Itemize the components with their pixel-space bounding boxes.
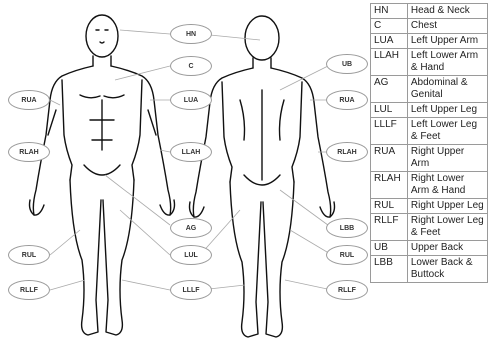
legend-code: HN [371,4,408,19]
legend-description: Left Upper Arm [407,34,487,49]
label-lul: LUL [170,245,212,265]
label-c: C [170,56,212,76]
label-hn: HN [170,24,212,44]
legend-row: RUL Right Upper Leg [371,199,488,214]
legend-code: RLAH [371,172,408,199]
label-rllf-front: RLLF [8,280,50,300]
legend-description: Right Lower Leg & Feet [407,214,487,241]
label-rllf-back: RLLF [326,280,368,300]
label-rul-front: RUL [8,245,50,265]
label-rua-back: RUA [326,90,368,110]
legend-code: AG [371,76,408,103]
legend-description: Chest [407,19,487,34]
legend-description: Right Upper Leg [407,199,487,214]
legend-row: LLAH Left Lower Arm & Hand [371,49,488,76]
legend-description: Right Lower Arm & Hand [407,172,487,199]
legend-code: RUA [371,145,408,172]
legend-code: RLLF [371,214,408,241]
legend-row: RUA Right Upper Arm [371,145,488,172]
label-ag: AG [170,218,212,238]
legend-description: Lower Back & Buttock [407,256,487,283]
legend-row: C Chest [371,19,488,34]
front-body-figure [30,15,175,335]
label-ub: UB [326,54,368,74]
legend-code: LLAH [371,49,408,76]
legend-description: Left Lower Arm & Hand [407,49,487,76]
legend-description: Head & Neck [407,4,487,19]
label-llah: LLAH [170,142,212,162]
label-rlah-front: RLAH [8,142,50,162]
legend-row: AG Abdominal & Genital [371,76,488,103]
legend-code: RUL [371,199,408,214]
label-rlah-back: RLAH [326,142,368,162]
legend-row: LBB Lower Back & Buttock [371,256,488,283]
legend-description: Abdominal & Genital [407,76,487,103]
label-lllf: LLLF [170,280,212,300]
legend-row: RLLF Right Lower Leg & Feet [371,214,488,241]
label-lbb: LBB [326,218,368,238]
legend-code: LUL [371,103,408,118]
legend-code: UB [371,241,408,256]
legend-row: HN Head & Neck [371,4,488,19]
legend-code: LLLF [371,118,408,145]
label-lua: LUA [170,90,212,110]
legend-row: UB Upper Back [371,241,488,256]
legend-row: LUA Left Upper Arm [371,34,488,49]
legend-description: Upper Back [407,241,487,256]
legend-code: C [371,19,408,34]
legend-code: LBB [371,256,408,283]
legend-row: RLAH Right Lower Arm & Hand [371,172,488,199]
legend-code: LUA [371,34,408,49]
label-rua-front: RUA [8,90,50,110]
legend-description: Left Upper Leg [407,103,487,118]
label-rul-back: RUL [326,245,368,265]
legend-description: Left Lower Leg & Feet [407,118,487,145]
legend-table: HN Head & Neck C Chest LUA Left Upper Ar… [370,3,488,283]
legend-row: LLLF Left Lower Leg & Feet [371,118,488,145]
legend-row: LUL Left Upper Leg [371,103,488,118]
legend-description: Right Upper Arm [407,145,487,172]
